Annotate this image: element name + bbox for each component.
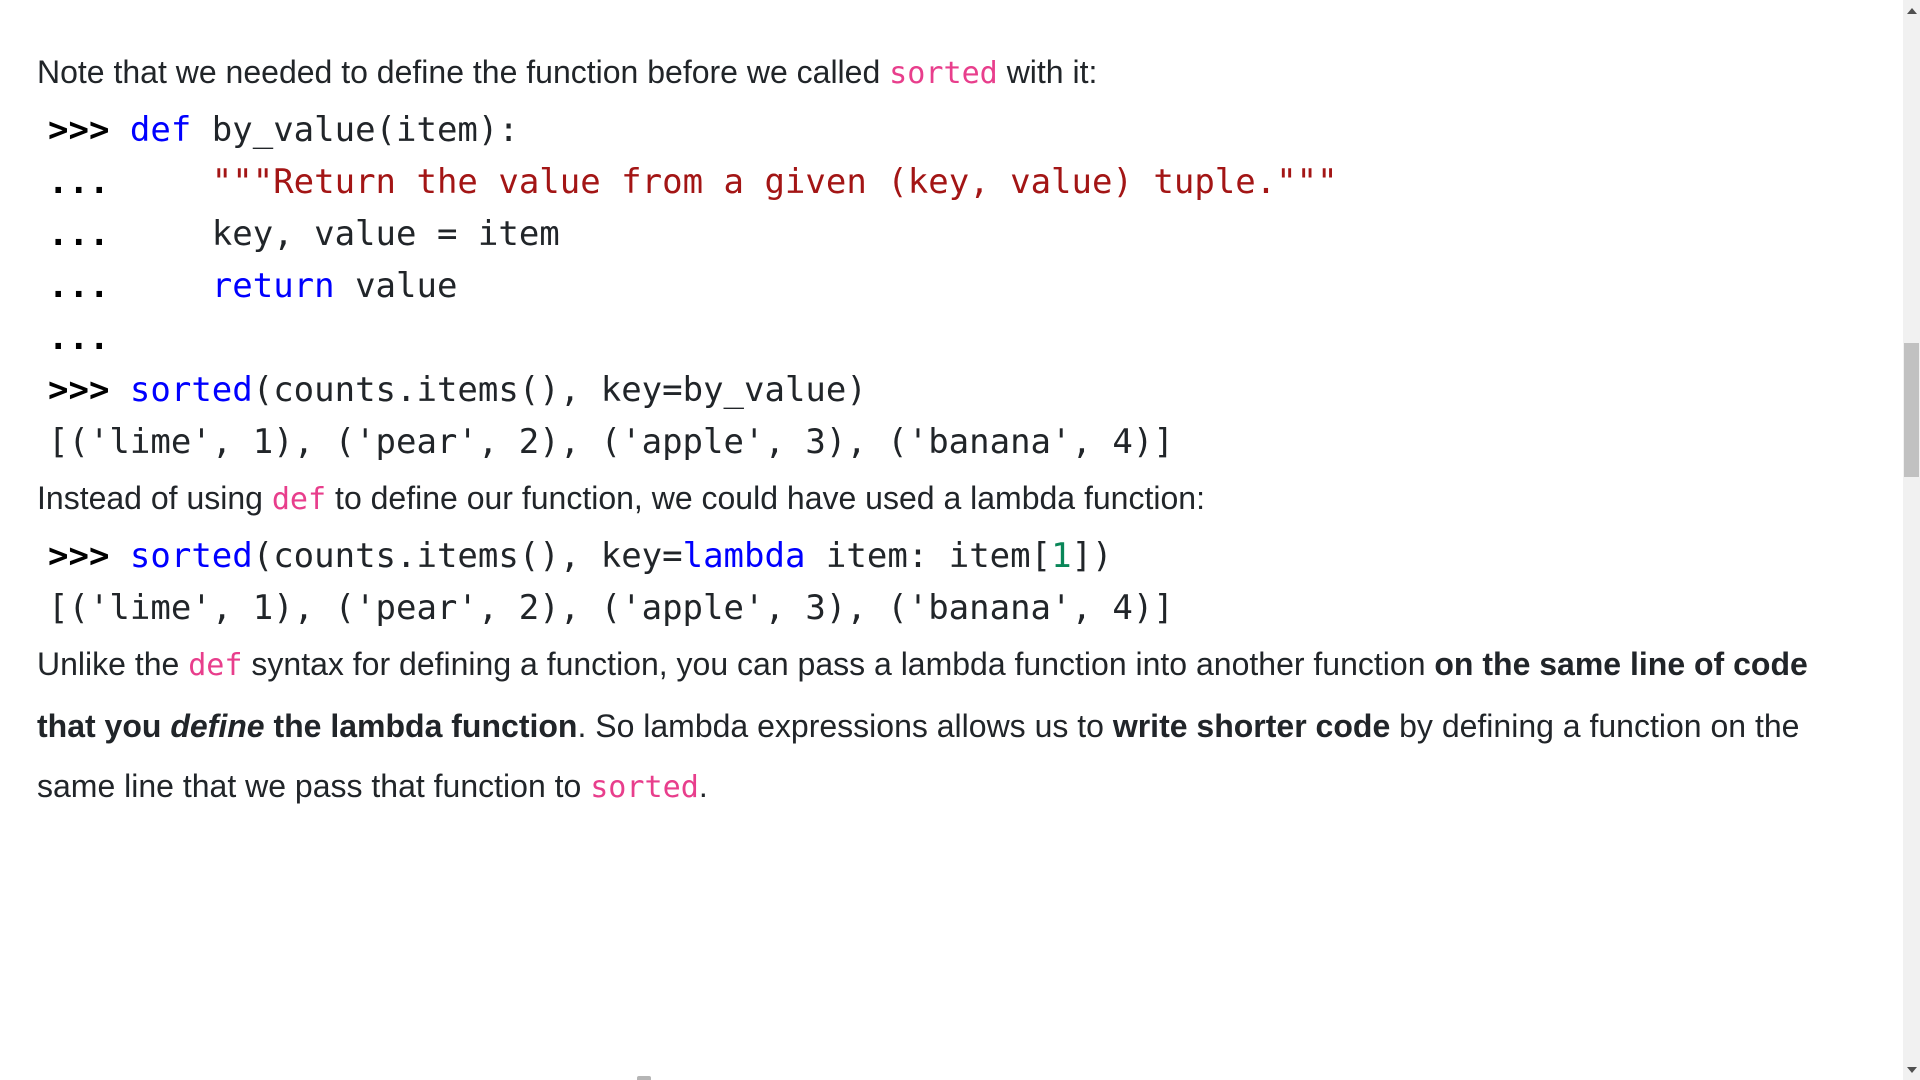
paragraph-intro-sorted: Note that we needed to define the functi… [37, 42, 1827, 104]
text-segment-plain: [('lime', 1), ('pear', 2), ('apple', 3),… [48, 422, 1174, 462]
text-segment-plain: . [698, 768, 708, 804]
text-segment-bold: on the same line of code that you [37, 646, 1808, 744]
triangle-down-icon [1906, 1066, 1917, 1073]
paragraph-lambda-alternative: Instead of using def to define our funct… [37, 468, 1827, 530]
code-line: >>> sorted(counts.items(), key=by_value) [48, 364, 1827, 416]
text-segment-plain [109, 370, 129, 410]
text-segment-prompt: ... [48, 162, 110, 202]
scrollbar-up-button[interactable] [1903, 2, 1920, 19]
triangle-up-icon [1906, 7, 1917, 14]
text-segment-plain [109, 266, 211, 306]
text-segment-str: """Return the value from a given (key, v… [211, 162, 1338, 202]
text-segment-code: sorted [889, 56, 998, 91]
text-segment-plain: Instead of using [37, 480, 272, 516]
code-line: ... return value [48, 260, 1827, 312]
text-segment-plain: . So lambda expressions allows us to [577, 708, 1113, 744]
text-segment-bi: define [170, 708, 265, 744]
python-repl-code-block-def-by-value: >>> def by_value(item):... """Return the… [37, 104, 1827, 468]
code-line: >>> sorted(counts.items(), key=lambda it… [48, 530, 1827, 582]
code-line: ... key, value = item [48, 208, 1827, 260]
text-segment-plain: key, value = item [109, 214, 560, 254]
code-line: >>> def by_value(item): [48, 104, 1827, 156]
text-segment-prompt: ... [48, 266, 110, 306]
text-segment-kw: return [211, 266, 335, 306]
text-segment-plain [109, 110, 129, 150]
text-segment-prompt: >>> [48, 536, 110, 576]
text-segment-kw: sorted [129, 370, 253, 410]
text-segment-code: def [271, 482, 327, 517]
text-segment-code: sorted [590, 770, 699, 805]
text-segment-kw: def [129, 110, 192, 150]
text-segment-num: 1 [1051, 536, 1072, 576]
paragraph-lambda-explanation: Unlike the def syntax for defining a fun… [37, 634, 1827, 818]
text-segment-plain: [('lime', 1), ('pear', 2), ('apple', 3),… [48, 588, 1174, 628]
code-line: [('lime', 1), ('pear', 2), ('apple', 3),… [48, 582, 1827, 634]
text-segment-plain: value [334, 266, 458, 306]
text-segment-kw: sorted [129, 536, 253, 576]
text-segment-plain: to define our function, we could have us… [326, 480, 1205, 516]
text-segment-bold: the lambda function [264, 708, 578, 744]
python-repl-code-block-lambda: >>> sorted(counts.items(), key=lambda it… [37, 530, 1827, 634]
article-content: Note that we needed to define the functi… [37, 42, 1827, 818]
text-segment-plain: (counts.items(), key= [252, 536, 683, 576]
text-segment-plain: item: item[ [805, 536, 1052, 576]
scrollbar-thumb[interactable] [1904, 343, 1919, 477]
text-segment-plain: (counts.items(), key=by_value) [252, 370, 867, 410]
text-segment-plain: Unlike the [37, 646, 189, 682]
scrollbar-down-button[interactable] [1903, 1061, 1920, 1078]
code-line: ... """Return the value from a given (ke… [48, 156, 1827, 208]
text-segment-plain: by_value(item): [191, 110, 519, 150]
text-segment-prompt: ... [48, 318, 110, 358]
next-section-peek [637, 1076, 651, 1080]
text-segment-plain: Note that we needed to define the functi… [37, 54, 890, 90]
text-segment-plain: with it: [997, 54, 1098, 90]
text-segment-prompt: >>> [48, 370, 110, 410]
text-segment-prompt: ... [48, 214, 110, 254]
text-segment-plain: syntax for defining a function, you can … [242, 646, 1435, 682]
vertical-scrollbar[interactable] [1903, 0, 1920, 1080]
text-segment-code: def [188, 648, 243, 683]
text-segment-plain [109, 162, 211, 202]
text-segment-plain: ]) [1071, 536, 1113, 576]
code-line: ... [48, 312, 1827, 364]
text-segment-plain: by defining a function on the same line … [37, 708, 1800, 804]
text-segment-plain [109, 536, 129, 576]
text-segment-kw: lambda [682, 536, 806, 576]
text-segment-bold: write shorter code [1112, 708, 1391, 744]
code-line: [('lime', 1), ('pear', 2), ('apple', 3),… [48, 416, 1827, 468]
text-segment-prompt: >>> [48, 110, 110, 150]
